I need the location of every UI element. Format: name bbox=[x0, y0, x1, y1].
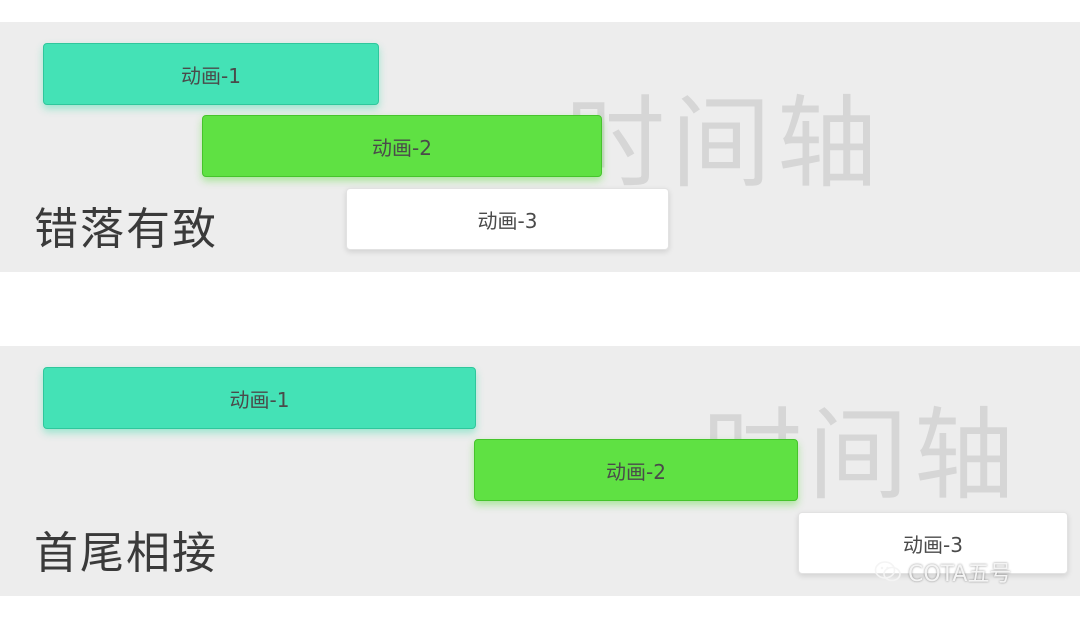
animation-block-1: 动画-1 bbox=[43, 367, 476, 429]
credit-text: COTA五号 bbox=[908, 562, 1012, 587]
animation-block-2: 动画-2 bbox=[474, 439, 798, 501]
source-credit: COTA五号 bbox=[874, 556, 1011, 588]
wechat-icon bbox=[874, 560, 902, 584]
animation-block-3: 动画-3 bbox=[346, 188, 669, 250]
animation-block-3: 动画-3 bbox=[798, 512, 1068, 574]
panel-end-to-end: 时间轴 动画-1 动画-2 动画-3 首尾相接 bbox=[0, 346, 1080, 596]
panel-title: 首尾相接 bbox=[34, 528, 218, 579]
panel-staggered: 时间轴 动画-1 动画-2 动画-3 错落有致 bbox=[0, 22, 1080, 272]
animation-block-1: 动画-1 bbox=[43, 43, 379, 105]
panel-title: 错落有致 bbox=[34, 204, 218, 255]
animation-block-2: 动画-2 bbox=[202, 115, 602, 177]
timeline-watermark: 时间轴 bbox=[565, 85, 883, 202]
